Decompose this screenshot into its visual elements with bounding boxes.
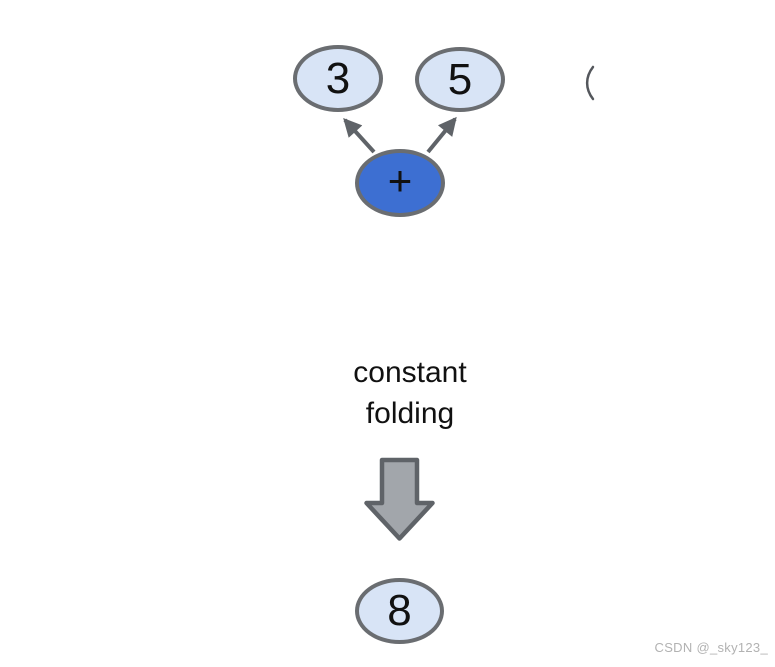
operator-node-plus: + <box>355 149 445 217</box>
operand-node-3: 3 <box>293 45 383 112</box>
operator-node-plus-label: + <box>387 157 413 204</box>
result-node-8: 8 <box>355 578 444 644</box>
edge-plus-to-3-arrow <box>343 117 376 154</box>
operand-node-5: 5 <box>415 47 505 112</box>
operand-node-5-label: 5 <box>447 54 473 104</box>
edge-plus-to-5-arrow <box>426 116 457 154</box>
result-node-8-label: 8 <box>387 586 412 635</box>
caption-line-1: constant <box>353 356 467 389</box>
operand-node-3-label: 3 <box>325 53 351 103</box>
clipped-node-edge-arc <box>585 65 595 101</box>
watermark-text: CSDN @_sky123_ <box>654 640 768 655</box>
transformation-caption: constant folding <box>235 352 585 434</box>
big-down-arrow-icon <box>364 457 435 541</box>
caption-line-2: folding <box>365 397 455 430</box>
